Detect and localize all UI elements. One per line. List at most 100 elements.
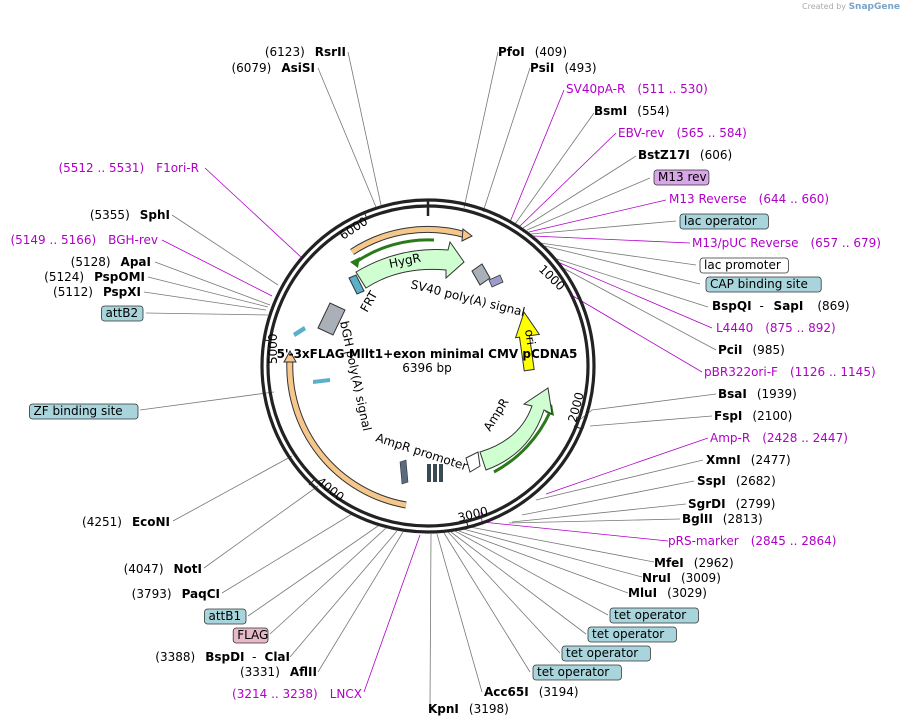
- lncx-label-left: LNCX: [330, 687, 362, 701]
- sv40-label: SV40 poly(A) signal: [409, 277, 526, 319]
- sgrdi-label: SgrDI: [688, 497, 726, 511]
- econi-label-left-position: (4251): [82, 515, 122, 529]
- bstz17i-label-position: (606): [700, 148, 732, 162]
- tick-1000: [545, 248, 555, 258]
- sspi-label-position: (2682): [736, 474, 776, 488]
- attb2-label-left-box: [101, 305, 144, 322]
- leader-lines-left: [139, 51, 421, 693]
- orange-arc-top: [350, 226, 467, 255]
- ori-label: ori: [522, 328, 538, 345]
- fspi-label-position: (2100): [752, 409, 792, 423]
- snapgene-credit: Created by SnapGene: [802, 2, 900, 12]
- bsmi-label: BsmI: [594, 104, 627, 118]
- nrui-label-position: (3009): [681, 571, 721, 585]
- bsai-label-position: (1939): [757, 387, 797, 401]
- zf-binding-site-label-left: ZF binding site: [34, 404, 123, 418]
- tet-operator-label: tet operator: [614, 608, 686, 622]
- attb2-feature: [293, 326, 306, 337]
- l4440-label: L4440: [716, 321, 753, 335]
- pspxi-label-left: PspXI: [103, 285, 141, 299]
- sphi-label-left-position: (5355): [90, 208, 130, 222]
- ori-arrow: [514, 311, 541, 372]
- m13-reverse-label-position: (644 .. 660): [759, 192, 829, 206]
- tet-operator-label: tet operator: [566, 646, 638, 660]
- tet-operator-label-box: [609, 607, 699, 624]
- prs-marker-label-position: (2845 .. 2864): [751, 534, 837, 548]
- paqci-label-left-position: (3793): [132, 587, 172, 601]
- amp-r-label-position: (2428 .. 2447): [762, 431, 848, 445]
- tick-2000: [573, 425, 583, 430]
- sgrdi-label-position: (2799): [736, 497, 776, 511]
- tet-operator-feature-2: [433, 464, 437, 482]
- ampr-promoter-label: AmpR promoter: [374, 431, 469, 474]
- tet-operator-label: tet operator: [592, 627, 664, 641]
- sphi-label-left: SphI: [140, 208, 170, 222]
- tick-3000: [465, 518, 469, 528]
- bglii-label-position: (2813): [723, 512, 763, 526]
- tick-4000: [308, 478, 316, 486]
- sv40-feature: [471, 263, 491, 286]
- pbr322ori-f-label: pBR322ori-F: [704, 365, 778, 379]
- pspomi-label-left-position: (5124): [44, 270, 84, 284]
- psii-label: PsiI: [530, 61, 554, 75]
- attb1-label-left: attB1: [209, 609, 242, 623]
- frt-feature: [348, 274, 365, 295]
- tet-operator-label-box: [532, 664, 622, 681]
- sv40pa-r-label: SV40pA-R: [566, 82, 625, 96]
- orange-arc-left-head: [283, 349, 297, 363]
- flag-label-left: FLAG: [237, 628, 268, 642]
- bspdi-label-left: BspDI: [205, 650, 244, 664]
- ampr-promoter-feature: [465, 451, 481, 473]
- bspqi-label-position: (869): [817, 299, 849, 313]
- acc65i-label: Acc65I: [484, 685, 529, 699]
- acc65i-label-position: (3194): [539, 685, 579, 699]
- bgh-feature: [317, 302, 346, 336]
- bglii-label: BglII: [682, 512, 713, 526]
- f1ori-r-label-left: F1ori-R: [156, 161, 199, 175]
- pfoi-label: PfoI: [498, 45, 525, 59]
- noti-label-left: NotI: [174, 562, 203, 576]
- aflii-label-left-position: (3331): [240, 665, 280, 679]
- psii-label-position: (493): [564, 61, 596, 75]
- apai-label-left-position: (5128): [71, 255, 111, 269]
- ebv-rev-label: EBV-rev: [618, 126, 664, 140]
- bspdi-label-left-position: (3388): [155, 650, 195, 664]
- snapgene-logo: SnapGene: [848, 2, 900, 12]
- feature-labels: PfoI(409)PsiI(493)SV40pA-R(511 .. 530)Bs…: [10, 45, 880, 716]
- sv40pa-r-label-position: (511 .. 530): [637, 82, 707, 96]
- pcii-label-position: (985): [753, 343, 785, 357]
- tick-label-5000: 5000: [266, 333, 280, 364]
- plasmid-size: 6396 bp: [402, 361, 452, 375]
- orange-arc-left: [287, 357, 407, 508]
- rsrii-label-left-position: (6123): [265, 45, 305, 59]
- paqci-label-left: PaqCI: [182, 587, 220, 601]
- orange-arc-top-head: [461, 228, 473, 242]
- rsrii-label-left: RsrII: [315, 45, 346, 59]
- m13-puc-reverse-label-position: (657 .. 679): [811, 236, 881, 250]
- sv40-small-feature: [488, 274, 504, 288]
- bspqi-label-separator: -: [760, 299, 764, 313]
- ebv-rev-label-position: (565 .. 584): [676, 126, 746, 140]
- credit-text: Created by: [802, 2, 847, 11]
- pspxi-label-left-position: (5112): [53, 285, 93, 299]
- m13-reverse-label: M13 Reverse: [669, 192, 747, 206]
- pcii-label: PciI: [718, 343, 743, 357]
- lncx-label-left-position: (3214 .. 3238): [232, 687, 318, 701]
- tet-operator-label-box: [561, 645, 651, 662]
- lac-operator-label: lac operator: [684, 214, 757, 228]
- attb2-label-left: attB2: [106, 306, 139, 320]
- bsai-label: BsaI: [718, 387, 747, 401]
- tick-6000: [363, 210, 368, 220]
- pspomi-label-left: PspOMI: [94, 270, 145, 284]
- m13-rev-label: M13 rev: [658, 170, 707, 184]
- zf-binding-site-label-left-box: [29, 403, 139, 420]
- bspqi-label: BspQI: [712, 299, 752, 313]
- prs-marker-label: pRS-marker: [668, 534, 739, 548]
- tet-operator-feature-3: [439, 464, 443, 482]
- aflii-label-left: AflII: [290, 665, 317, 679]
- tet-operator-label: tet operator: [537, 665, 609, 679]
- l4440-label-position: (875 .. 892): [765, 321, 835, 335]
- attb1-feature: [399, 459, 409, 485]
- bgh-rev-label-left-position: (5149 .. 5166): [10, 233, 96, 247]
